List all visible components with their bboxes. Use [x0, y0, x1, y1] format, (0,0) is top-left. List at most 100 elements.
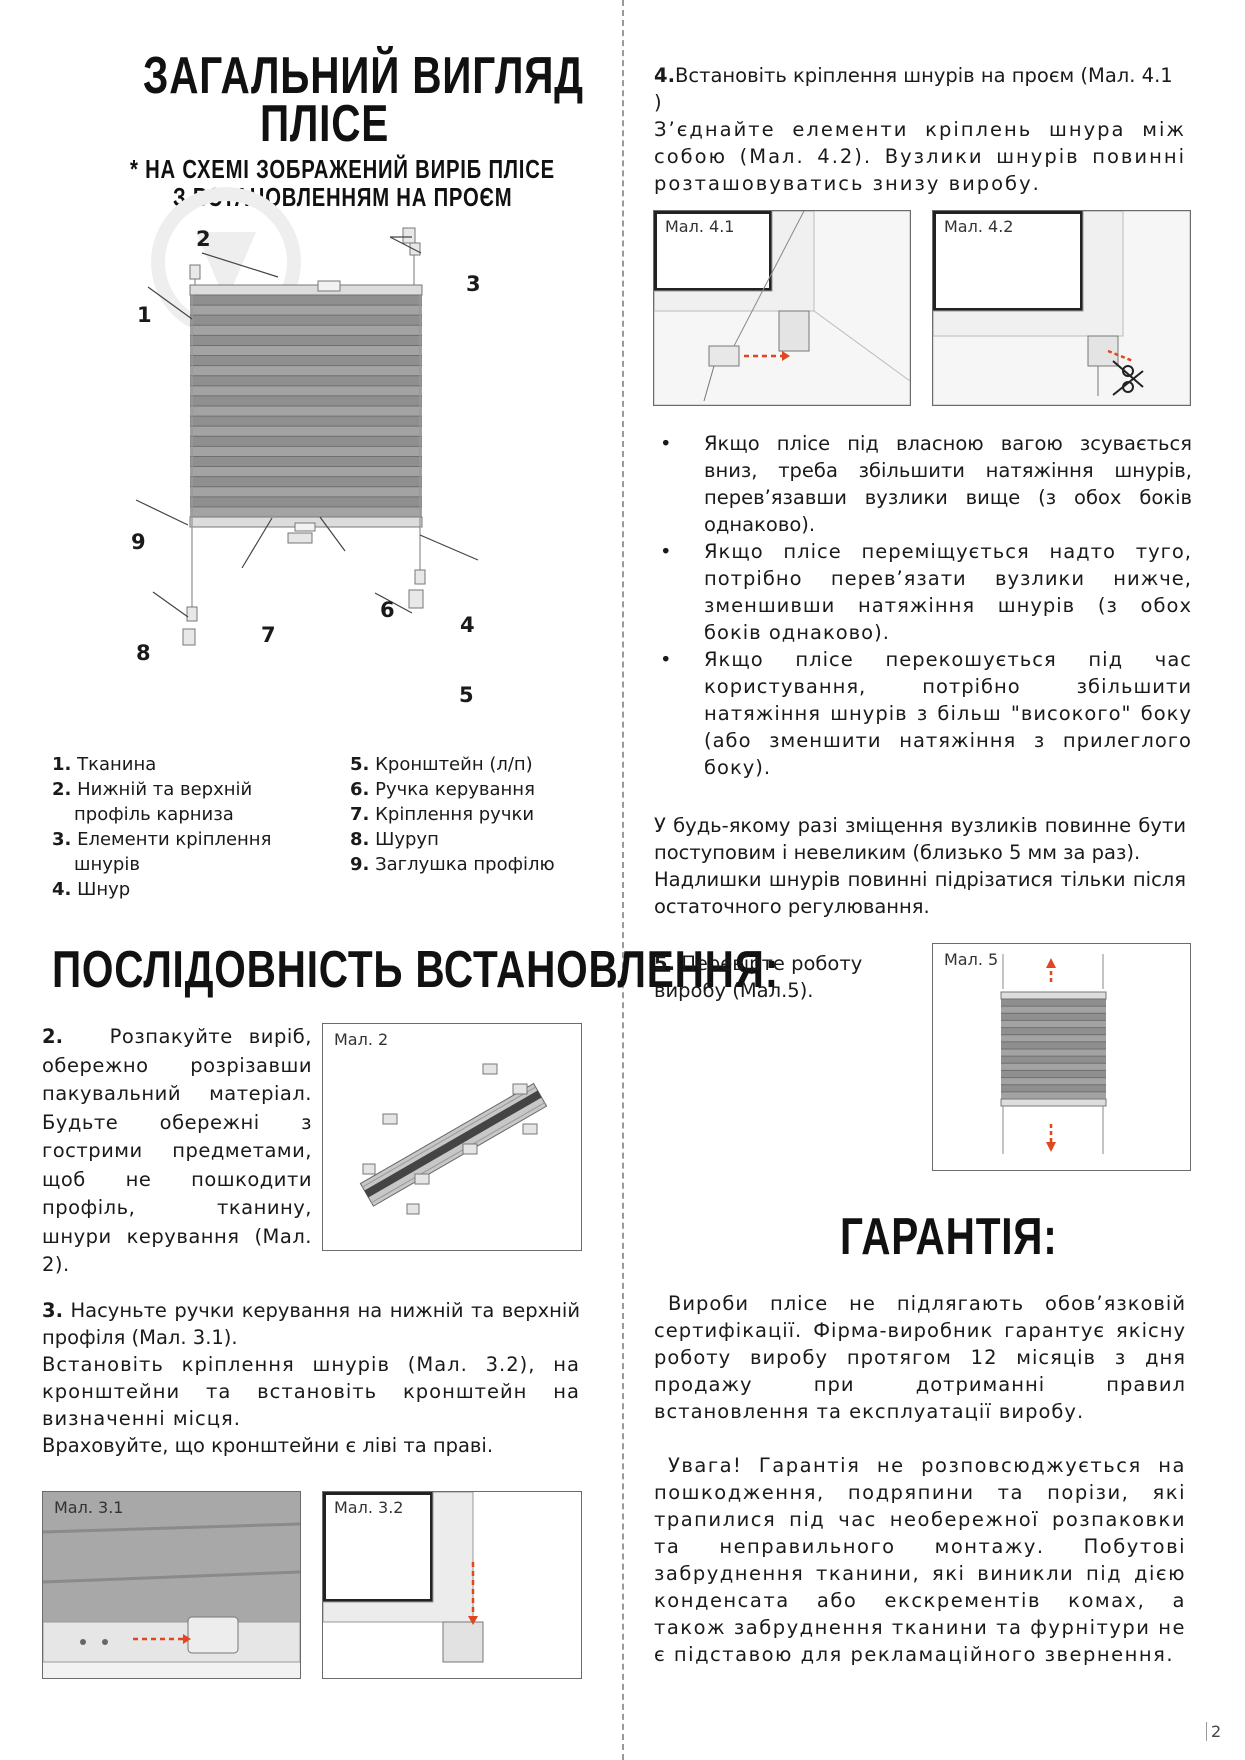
warranty-text: Вироби плісе не підлягають обов’язковій … — [654, 1290, 1186, 1668]
figure-5: Мал. 5 — [932, 943, 1191, 1171]
legend-item-5: 5. Кронштейн (л/п) — [350, 754, 533, 775]
overview-note-line1: * НА СХЕМІ ЗОБРАЖЕНИЙ ВИРІБ ПЛІСЕ — [130, 154, 555, 184]
step3-block: 3. Насуньте ручки керування на нижній та… — [42, 1297, 580, 1459]
figure-3-1: Мал. 3.1 — [42, 1491, 301, 1679]
figure-5-drawing — [1000, 954, 1107, 1154]
fabric-pleat — [190, 426, 422, 437]
figure-4-1-drawing — [654, 211, 910, 405]
fabric-pleat — [1001, 1077, 1106, 1085]
fabric-pleat — [190, 506, 422, 517]
page-number: 2 — [1206, 1722, 1221, 1741]
fabric-pleat — [190, 416, 422, 427]
fabric-pleat — [1001, 1027, 1106, 1035]
warranty-title: ГАРАНТІЯ: — [840, 1208, 1058, 1266]
step3-line2: Встановіть кріплення шнурів (Мал. 3.2), … — [42, 1353, 580, 1430]
fabric-pleat — [1001, 1049, 1106, 1057]
figure-3-2-drawing — [323, 1492, 484, 1663]
column-divider — [622, 0, 624, 1760]
figure-4-2-caption: Мал. 4.2 — [942, 217, 1016, 236]
fabric-pleat — [1001, 1070, 1106, 1078]
overview-title-line1: ЗАГАЛЬНИЙ ВИГЛЯД — [143, 47, 584, 105]
bullet-dot: • — [660, 432, 672, 455]
fabric-pleat — [1001, 1041, 1106, 1049]
fabric-pleat — [190, 375, 422, 386]
figure-4-2-drawing — [933, 211, 1190, 405]
legend-item-6: 6. Ручка керування — [350, 779, 535, 800]
figure-3-2: Мал. 3.2 — [322, 1491, 582, 1679]
note-trim: Надлишки шнурів повинні підрізатися тіль… — [654, 868, 1186, 918]
callout-2: 2 — [196, 227, 211, 251]
step4-text: 4.Встановіть кріплення шнурів на проєм (… — [654, 62, 1186, 197]
legend-item-9: 9. Заглушка профілю — [350, 854, 555, 875]
legend-right: 5. Кронштейн (л/п) 6. Ручка керування 7.… — [350, 752, 610, 877]
figure-3-1-drawing — [43, 1492, 300, 1663]
fabric-pleat — [190, 305, 422, 316]
fabric-pleat — [190, 325, 422, 336]
legend-item-4: 4. Шнур — [52, 879, 131, 900]
figure-2-drawing — [359, 1063, 548, 1215]
note-gradual: У будь-якому разі зміщення вузликів пови… — [654, 814, 1186, 864]
figure-5-caption: Мал. 5 — [942, 950, 1001, 969]
step2-text: 2. Розпакуйте виріб, обережно розрізавши… — [42, 1025, 312, 1276]
bullet-dot: • — [660, 648, 673, 671]
overview-diagram — [135, 227, 479, 646]
fabric-pleat — [1001, 999, 1106, 1007]
fabric-pleat — [190, 466, 422, 477]
bullet-item: •Якщо плісе перекошується під час корист… — [660, 648, 1192, 779]
fabric-pleat — [190, 315, 422, 326]
step4-line1: 4.Встановіть кріплення шнурів на проєм (… — [654, 64, 1173, 114]
figure-3-2-caption: Мал. 3.2 — [332, 1498, 406, 1517]
tension-bullets: •Якщо плісе під власною вагою зсувається… — [652, 430, 1192, 781]
bullet-dot: • — [660, 540, 673, 563]
fabric-pleat — [190, 446, 422, 457]
callout-7: 7 — [261, 623, 276, 647]
warranty-para1: Вироби плісе не підлягають обов’язковій … — [654, 1292, 1186, 1423]
install-title: ПОСЛІДОВНІСТЬ ВСТАНОВЛЕННЯ: — [52, 941, 779, 999]
legend-left: 1. Тканина 2. Нижній та верхній профіль … — [52, 752, 302, 902]
step3-line3: Враховуйте, що кронштейни є ліві та прав… — [42, 1434, 494, 1457]
overview-title-line2: ПЛІСЕ — [260, 95, 390, 153]
callout-4: 4 — [460, 613, 475, 637]
callout-8: 8 — [136, 641, 151, 665]
fabric-pleat — [1001, 1056, 1106, 1064]
fabric-pleat — [1001, 1034, 1106, 1042]
figure-3-1-caption: Мал. 3.1 — [54, 1498, 124, 1517]
callout-5: 5 — [459, 683, 474, 707]
fabric-pleat — [190, 395, 422, 406]
fabric-pleat — [190, 365, 422, 376]
fabric-pleat — [1001, 1084, 1106, 1092]
figure-4-1: Мал. 4.1 — [653, 210, 911, 406]
figure-2-caption: Мал. 2 — [332, 1030, 391, 1049]
legend-item-8: 8. Шуруп — [350, 829, 439, 850]
fabric-pleat — [190, 486, 422, 497]
fabric-pleat — [1001, 1013, 1106, 1021]
fabric-pleat — [190, 436, 422, 447]
legend-item-7: 7. Кріплення ручки — [350, 804, 535, 825]
legend-item-2: 2. Нижній та верхній профіль карниза — [52, 779, 253, 825]
fabric-pleat — [1001, 1020, 1106, 1028]
fabric-pleat — [190, 385, 422, 396]
fabric-pleat — [190, 496, 422, 507]
legend-item-3: 3. Елементи кріплення шнурів — [52, 829, 272, 875]
figure-4-1-caption: Мал. 4.1 — [663, 217, 737, 236]
callout-1: 1 — [137, 303, 152, 327]
figure-2: Мал. 2 — [322, 1023, 582, 1251]
fabric-pleat — [190, 476, 422, 487]
fabric-pleat — [190, 335, 422, 346]
step5-text: 5. Перевірте роботу виробу (Мал.5). — [654, 952, 863, 1002]
fabric-pleat — [190, 295, 422, 306]
fabric-pleat — [1001, 1091, 1106, 1099]
step4-line2: З’єднайте елементи кріплень шнура між со… — [654, 118, 1186, 195]
fabric-pleat — [1001, 1006, 1106, 1014]
fabric-pleat — [190, 456, 422, 467]
callout-3: 3 — [466, 272, 481, 296]
callout-6: 6 — [380, 598, 395, 622]
fabric-pleat — [190, 355, 422, 366]
warranty-para2: Увага! Гарантія не розповсюджується на п… — [654, 1454, 1186, 1666]
fabric-pleat — [1001, 1063, 1106, 1071]
fabric-pleat — [190, 345, 422, 356]
bullet-item: •Якщо плісе під власною вагою зсувається… — [660, 432, 1192, 536]
callout-9: 9 — [131, 530, 146, 554]
overview-section: ЗАГАЛЬНИЙ ВИГЛЯД ПЛІСЕ * НА СХЕМІ ЗОБРАЖ… — [40, 40, 600, 212]
figure-4-2: Мал. 4.2 — [932, 210, 1191, 406]
